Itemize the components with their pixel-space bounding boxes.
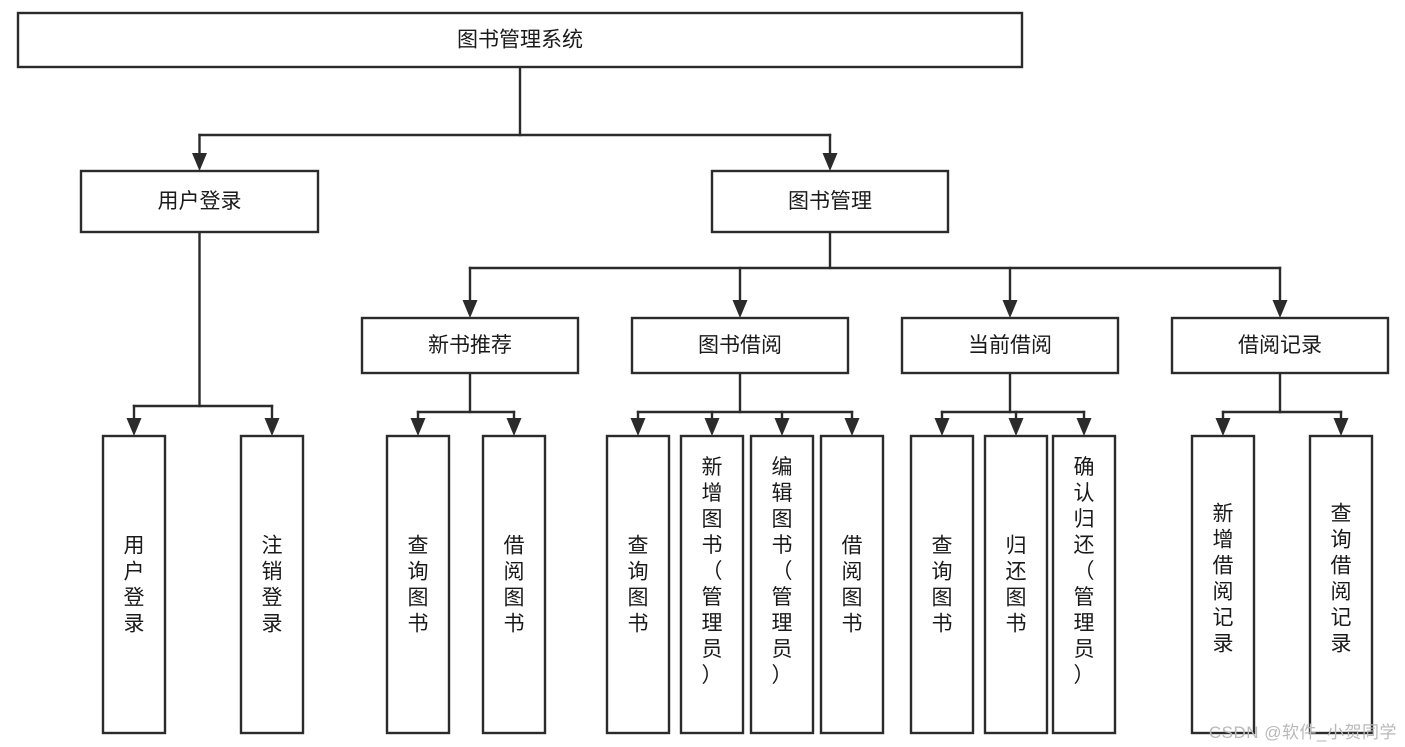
- node-label-leaf-user-login: 用户登录: [124, 535, 145, 636]
- node-label-book-management: 图书管理: [788, 190, 872, 213]
- node-box-leaf-logout-login: [239, 434, 305, 735]
- node-label-book-borrow: 图书借阅: [698, 334, 782, 357]
- node-leaf-confirm-return-admin[interactable]: 确认归还（管理员）: [1051, 434, 1117, 735]
- arrow-head-icon: [1008, 418, 1024, 436]
- node-label-leaf-borrow-book: 借阅图书: [842, 535, 863, 636]
- node-leaf-edit-book-admin[interactable]: 编辑图书（管理员）: [749, 434, 815, 735]
- node-box-leaf-user-login: [101, 434, 167, 735]
- node-leaf-user-login[interactable]: 用户登录: [101, 434, 167, 735]
- node-box-borrow-record: [1170, 316, 1390, 375]
- node-user-login[interactable]: 用户登录: [79, 169, 320, 234]
- node-label-leaf-return-book: 归还图书: [1006, 535, 1027, 636]
- arrow-head-icon: [732, 300, 748, 318]
- arrow-head-icon: [774, 418, 790, 436]
- arrow-head-icon: [1333, 418, 1349, 436]
- node-box-current-borrow: [900, 316, 1120, 375]
- node-leaf-query-book-current[interactable]: 查询图书: [909, 434, 975, 735]
- node-box-book-management: [710, 169, 950, 234]
- arrow-head-icon: [1215, 418, 1231, 436]
- node-leaf-query-book-borrow[interactable]: 查询图书: [605, 434, 671, 735]
- arrow-head-icon: [704, 418, 720, 436]
- node-book-management[interactable]: 图书管理: [710, 169, 950, 234]
- node-label-leaf-add-book-admin: 新增图书（管理员）: [702, 456, 723, 687]
- arrow-head-icon: [1272, 300, 1288, 318]
- node-label-leaf-query-book-recommend: 查询图书: [408, 535, 429, 636]
- node-label-leaf-query-book-current: 查询图书: [932, 535, 953, 636]
- node-box-leaf-add-book-admin: [679, 434, 745, 735]
- node-label-leaf-confirm-return-admin: 确认归还（管理员）: [1074, 456, 1095, 687]
- node-label-leaf-edit-book-admin: 编辑图书（管理员）: [772, 456, 793, 687]
- node-label-user-login: 用户登录: [158, 190, 242, 213]
- node-label-leaf-borrow-book-recommend: 借阅图书: [504, 535, 525, 636]
- arrow-head-icon: [264, 418, 280, 436]
- node-label-leaf-add-borrow-record: 新增借阅记录: [1213, 503, 1234, 656]
- node-leaf-query-book-recommend[interactable]: 查询图书: [385, 434, 451, 735]
- arrow-head-icon: [410, 418, 426, 436]
- arrow-head-icon: [126, 418, 142, 436]
- arrow-head-icon: [462, 300, 478, 318]
- node-box-leaf-confirm-return-admin: [1051, 434, 1117, 735]
- node-box-user-login: [79, 169, 320, 234]
- node-book-borrow[interactable]: 图书借阅: [630, 316, 850, 375]
- node-leaf-query-borrow-record[interactable]: 查询借阅记录: [1308, 434, 1374, 735]
- arrow-head-icon: [1002, 300, 1018, 318]
- node-box-book-borrow: [630, 316, 850, 375]
- node-leaf-logout-login[interactable]: 注销登录: [239, 434, 305, 735]
- node-leaf-add-borrow-record[interactable]: 新增借阅记录: [1190, 434, 1256, 735]
- node-box-root: [16, 11, 1024, 69]
- arrow-head-icon: [822, 153, 838, 171]
- node-leaf-borrow-book[interactable]: 借阅图书: [819, 434, 885, 735]
- node-borrow-record[interactable]: 借阅记录: [1170, 316, 1390, 375]
- arrow-head-icon: [844, 418, 860, 436]
- arrow-head-icon: [630, 418, 646, 436]
- connectors-layer: [126, 65, 1349, 436]
- node-root[interactable]: 图书管理系统: [16, 11, 1024, 69]
- node-box-leaf-return-book: [983, 434, 1049, 735]
- csdn-watermark: CSDN @软件_小贺同学: [1208, 723, 1397, 742]
- node-box-leaf-query-book-current: [909, 434, 975, 735]
- node-current-borrow[interactable]: 当前借阅: [900, 316, 1120, 375]
- node-box-leaf-edit-book-admin: [749, 434, 815, 735]
- node-leaf-add-book-admin[interactable]: 新增图书（管理员）: [679, 434, 745, 735]
- arrow-head-icon: [192, 153, 207, 171]
- arrow-head-icon: [506, 418, 522, 436]
- arrow-head-icon: [1076, 418, 1092, 436]
- node-box-leaf-query-book-borrow: [605, 434, 671, 735]
- node-leaf-return-book[interactable]: 归还图书: [983, 434, 1049, 735]
- node-box-leaf-query-book-recommend: [385, 434, 451, 735]
- node-leaf-borrow-book-recommend[interactable]: 借阅图书: [481, 434, 547, 735]
- node-box-new-book-recommend: [360, 316, 580, 375]
- node-label-leaf-query-book-borrow: 查询图书: [628, 535, 649, 636]
- node-label-leaf-query-borrow-record: 查询借阅记录: [1331, 503, 1352, 656]
- node-box-leaf-query-borrow-record: [1308, 434, 1374, 735]
- node-label-current-borrow: 当前借阅: [968, 334, 1052, 357]
- node-new-book-recommend[interactable]: 新书推荐: [360, 316, 580, 375]
- node-box-leaf-add-borrow-record: [1190, 434, 1256, 735]
- arrow-head-icon: [934, 418, 950, 436]
- node-label-root: 图书管理系统: [457, 29, 583, 52]
- node-box-leaf-borrow-book-recommend: [481, 434, 547, 735]
- node-label-new-book-recommend: 新书推荐: [428, 334, 512, 357]
- node-label-leaf-logout-login: 注销登录: [262, 535, 283, 636]
- node-box-leaf-borrow-book: [819, 434, 885, 735]
- nodes-layer: 图书管理系统用户登录图书管理新书推荐图书借阅当前借阅借阅记录用户登录注销登录查询…: [16, 11, 1390, 735]
- node-label-borrow-record: 借阅记录: [1238, 334, 1322, 357]
